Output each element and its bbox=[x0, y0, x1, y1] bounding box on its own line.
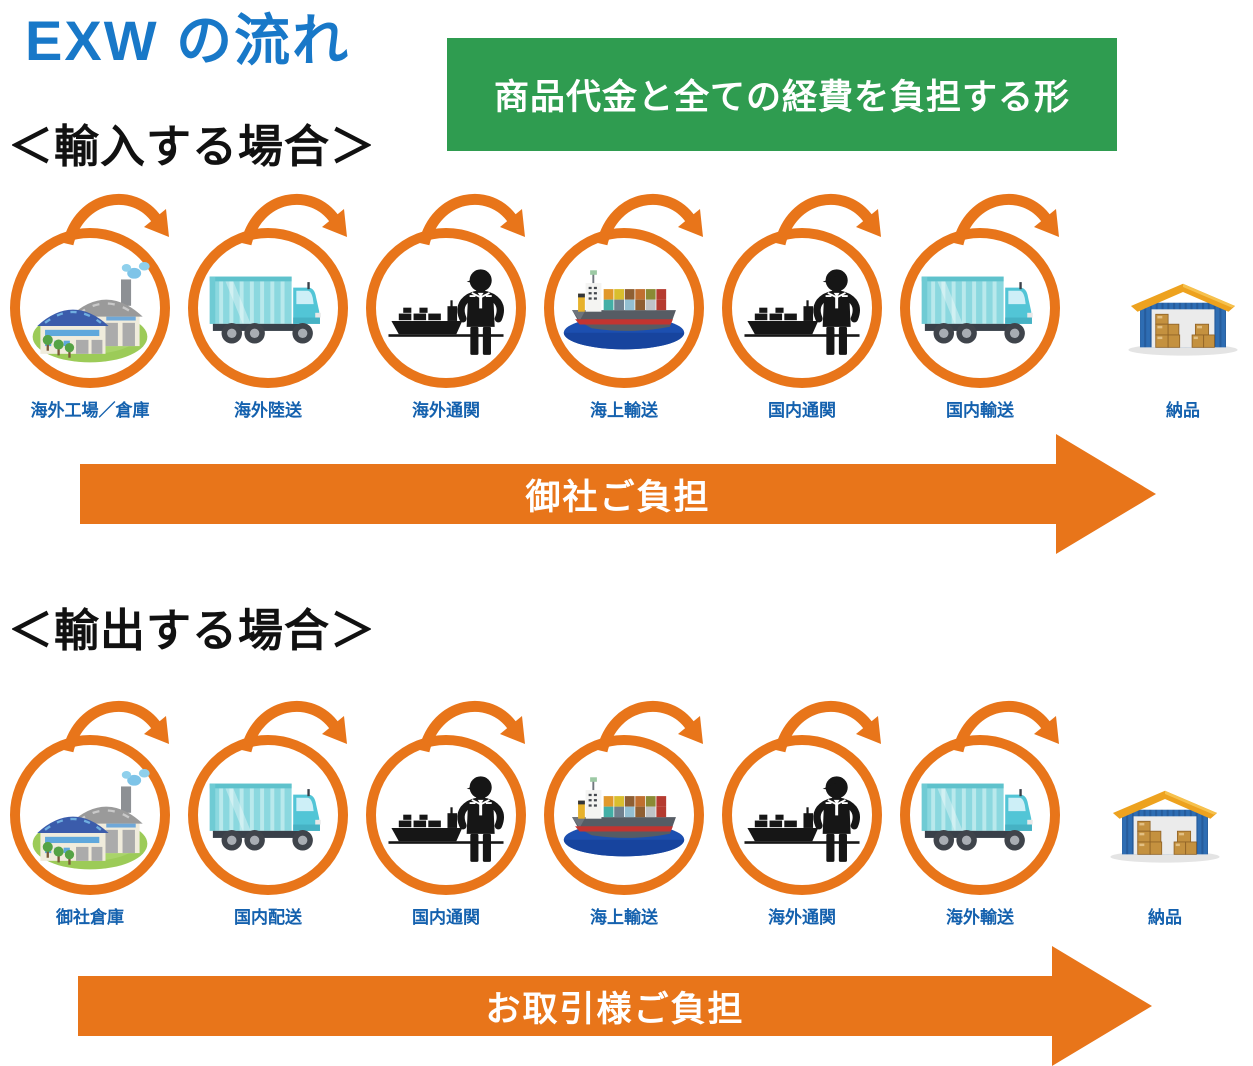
stage-label: 国内配送 bbox=[234, 908, 302, 927]
stage-icon-wrap bbox=[22, 240, 158, 376]
container-ship-icon bbox=[563, 270, 685, 350]
stage-label: 御社倉庫 bbox=[56, 908, 124, 927]
stage-icon-wrap bbox=[378, 240, 514, 376]
stage-icon-wrap bbox=[734, 240, 870, 376]
stage-label: 納品 bbox=[1166, 401, 1200, 420]
stage-icon-wrap bbox=[556, 747, 692, 883]
flow-stage-warehouse bbox=[1103, 775, 1227, 869]
flow-stage-warehouse bbox=[1121, 268, 1245, 362]
stage-label: 海外通関 bbox=[768, 908, 836, 927]
truck-icon bbox=[921, 783, 1033, 851]
flow-stage-factory bbox=[10, 193, 170, 388]
stage-label: 国内通関 bbox=[412, 908, 480, 927]
warehouse-icon bbox=[1128, 283, 1238, 356]
flow-stage-ship bbox=[544, 700, 704, 895]
stage-label: 海外工場／倉庫 bbox=[30, 401, 150, 420]
flow-stage-truck bbox=[188, 193, 348, 388]
flow-stage-factory bbox=[10, 700, 170, 895]
stage-icon-wrap bbox=[378, 747, 514, 883]
flow-stage-truck bbox=[900, 193, 1060, 388]
flow-stage-truck bbox=[900, 700, 1060, 895]
stage-label: 納品 bbox=[1148, 908, 1182, 927]
stage-icon-wrap bbox=[912, 747, 1048, 883]
truck-icon bbox=[209, 276, 321, 344]
stage-icon-wrap bbox=[556, 240, 692, 376]
customs-officer-icon bbox=[744, 776, 860, 863]
export-section-heading: ＜輸出する場合＞ bbox=[8, 605, 377, 656]
factory-icon bbox=[32, 768, 150, 870]
stage-label: 海外通関 bbox=[412, 401, 480, 420]
stage-label: 海上輸送 bbox=[590, 908, 658, 927]
customs-officer-icon bbox=[388, 269, 504, 356]
stage-label: 海外輸送 bbox=[946, 908, 1014, 927]
stage-icon-wrap bbox=[200, 240, 336, 376]
customs-officer-icon bbox=[388, 776, 504, 863]
page-title: EXW の流れ bbox=[25, 9, 351, 72]
flow-stage-customs bbox=[722, 193, 882, 388]
flow-stage-ship bbox=[544, 193, 704, 388]
import-cost-arrow: 御社ご負担 bbox=[80, 434, 1156, 554]
stage-icon-wrap bbox=[912, 240, 1048, 376]
truck-icon bbox=[209, 783, 321, 851]
import-section-heading: ＜輸入する場合＞ bbox=[8, 121, 377, 172]
stage-icon-wrap bbox=[200, 747, 336, 883]
warehouse-icon bbox=[1110, 790, 1220, 863]
export-cost-arrow: お取引様ご負担 bbox=[78, 946, 1152, 1066]
stage-icon-wrap bbox=[22, 747, 158, 883]
stage-label: 国内輸送 bbox=[946, 401, 1014, 420]
stage-label: 海外陸送 bbox=[234, 401, 302, 420]
stage-circle bbox=[722, 228, 882, 388]
factory-icon bbox=[32, 261, 150, 363]
flow-stage-customs bbox=[366, 193, 526, 388]
flow-stage-customs bbox=[366, 700, 526, 895]
stage-icon-wrap bbox=[734, 747, 870, 883]
stage-label: 国内通関 bbox=[768, 401, 836, 420]
stage-label: 海上輸送 bbox=[590, 401, 658, 420]
container-ship-icon bbox=[563, 777, 685, 857]
cost-banner: 商品代金と全ての経費を負担する形 bbox=[447, 38, 1117, 151]
flow-stage-customs bbox=[722, 700, 882, 895]
flow-stage-truck bbox=[188, 700, 348, 895]
truck-icon bbox=[921, 276, 1033, 344]
customs-officer-icon bbox=[744, 269, 860, 356]
